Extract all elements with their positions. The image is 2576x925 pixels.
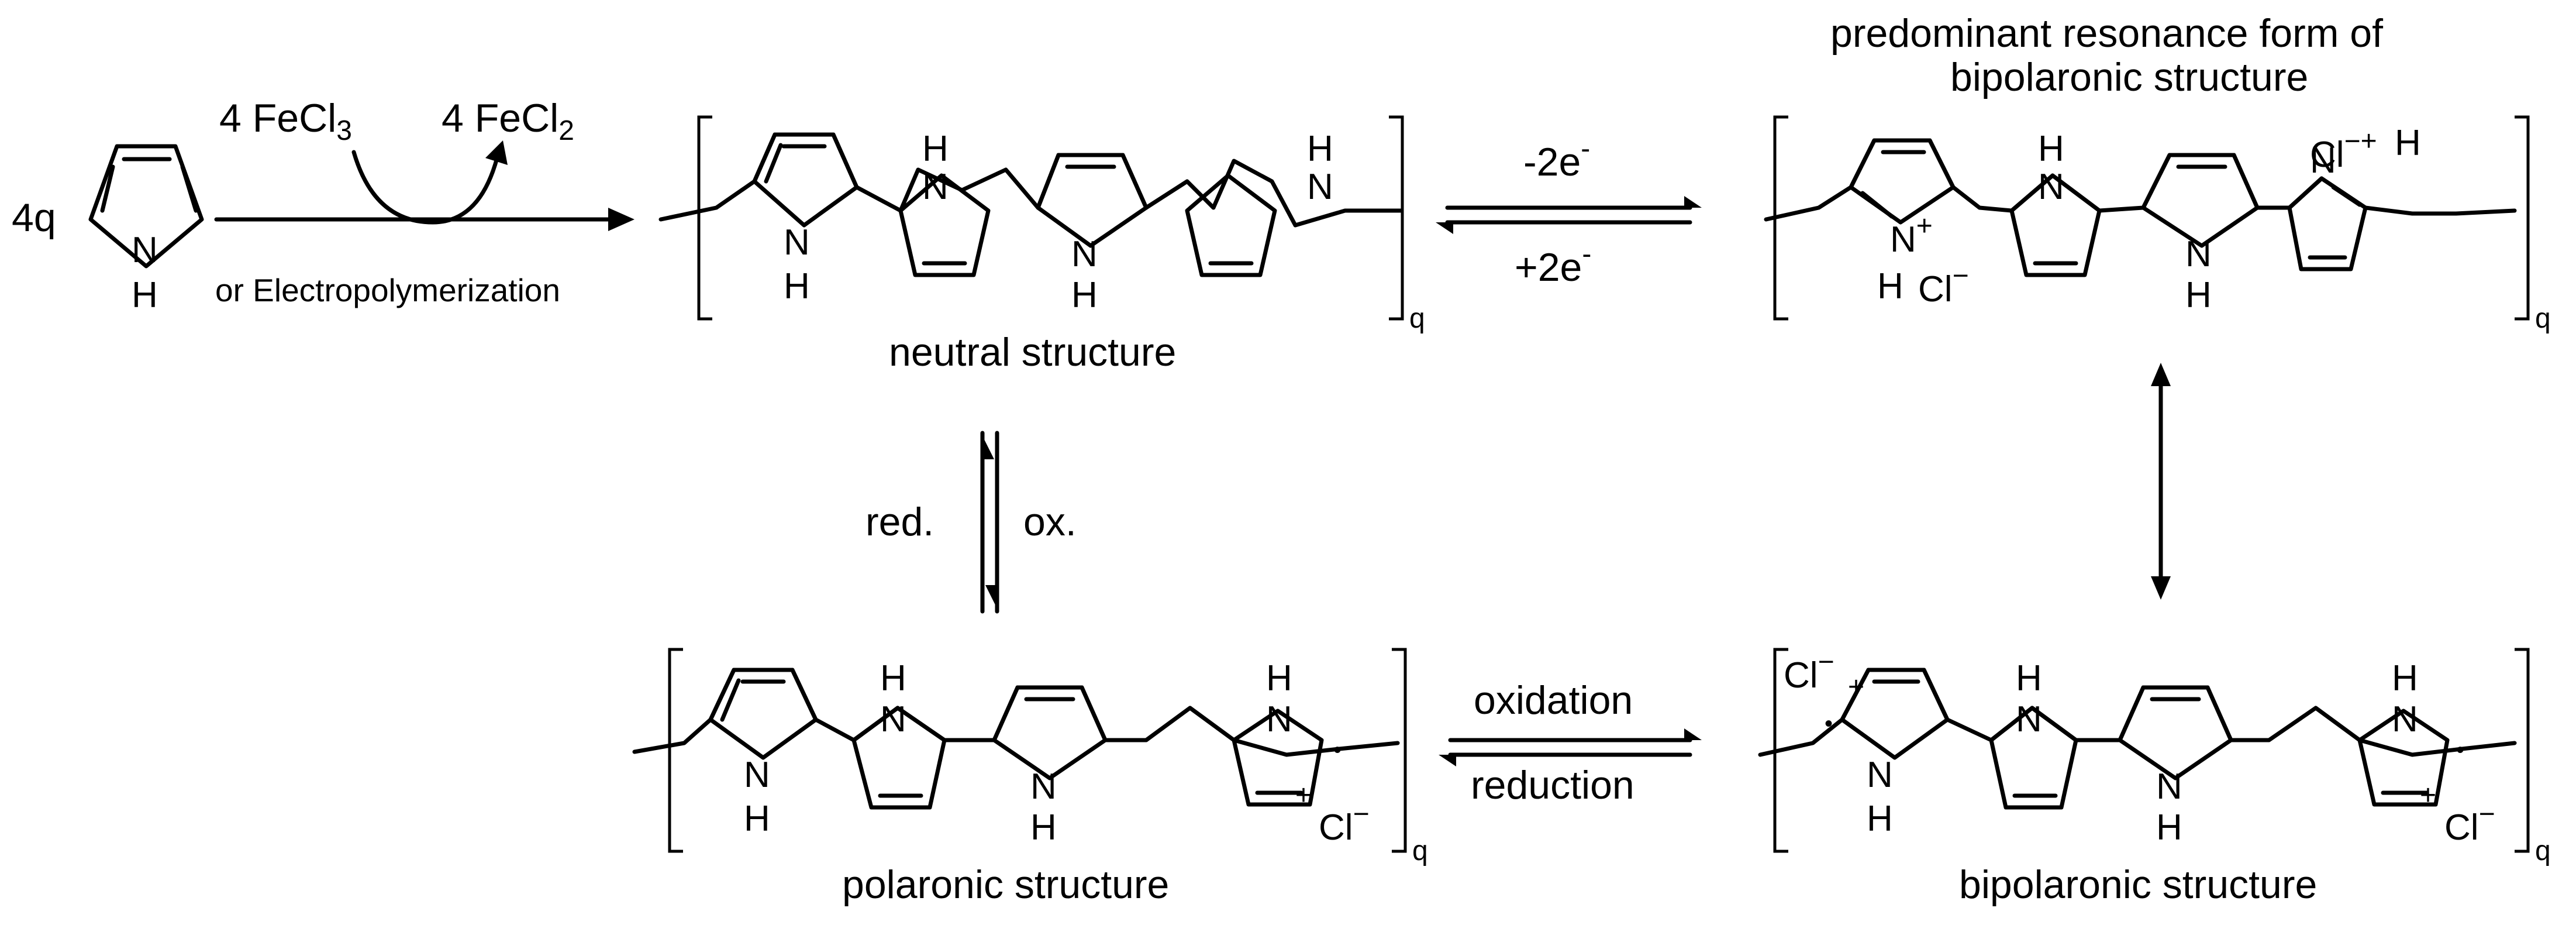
resonance-h2: H	[2038, 129, 2064, 169]
bipolaronic-structure: q Cl− + • N H N H N H N H • + Cl− bipola…	[1758, 647, 2551, 907]
polaronic-n1: N	[744, 755, 770, 795]
oxidant-subscript: 3	[336, 115, 352, 146]
svg-text:4 FeCl3: 4 FeCl3	[219, 96, 352, 146]
vertical-equilibrium: red. ox.	[865, 431, 1077, 614]
bottom-equilibrium: oxidation reduction	[1439, 678, 1702, 807]
vertical-left-label: red.	[865, 500, 934, 544]
top-forward-label: -2e	[1523, 140, 1581, 184]
resonance-h1: H	[1877, 266, 1903, 307]
polaronic-radical: •	[1333, 737, 1342, 763]
neutral-n3: N	[1071, 234, 1098, 274]
resonance-repeat-index: q	[2535, 303, 2551, 334]
bipolaronic-repeat-index: q	[2535, 835, 2551, 866]
polaronic-plus: +	[1295, 780, 1312, 811]
polymerization-arrow: 4 FeCl3 4 FeCl2 or Electropolymerization	[214, 96, 634, 308]
bipolaronic-h2: H	[2016, 658, 2042, 699]
resonance-caption-line2: bipolaronic structure	[1950, 55, 2308, 99]
reduced-subscript: 2	[558, 115, 574, 146]
top-reverse-label: +2e	[1515, 245, 1582, 290]
polaronic-h4: H	[1266, 658, 1292, 699]
resonance-caption-line1: predominant resonance form of	[1830, 11, 2383, 56]
vertical-right-label: ox.	[1023, 500, 1077, 544]
bipolaronic-h4: H	[2392, 658, 2418, 699]
monomer: 4q N H	[12, 144, 204, 315]
bottom-forward-label: oxidation	[1474, 678, 1633, 723]
bipolaronic-caption: bipolaronic structure	[1959, 862, 2317, 907]
resonance-cl2-label: Cl−+	[2310, 126, 2377, 175]
polaronic-caption: polaronic structure	[842, 862, 1169, 907]
resonance-form-structure: predominant resonance form of bipolaroni…	[1764, 11, 2551, 334]
resonance-arrow	[2151, 363, 2171, 600]
bipolaronic-cl1: Cl−	[1784, 647, 1834, 696]
polaronic-n4: N	[1266, 699, 1292, 740]
neutral-n1: N	[784, 222, 810, 263]
electropolymerization-label: or Electropolymerization	[215, 272, 560, 308]
resonance-cl1: Cl−	[1918, 260, 1969, 310]
bipolaronic-h3: H	[2156, 807, 2182, 848]
neutral-h2: H	[922, 129, 949, 169]
top-equilibrium: -2e- +2e-	[1436, 133, 1702, 290]
neutral-caption: neutral structure	[889, 330, 1176, 374]
monomer-coefficient: 4q	[12, 195, 56, 240]
neutral-structure: q N H N H N H N H neutral structure	[658, 115, 1425, 374]
polaronic-h2: H	[880, 658, 906, 699]
neutral-n4: N	[1307, 167, 1333, 207]
bipolaronic-plus2: +	[2420, 780, 2436, 811]
polaronic-structure: q N H N H N H N H • + Cl− polaronic stru…	[632, 648, 1428, 907]
neutral-h4: H	[1307, 129, 1333, 169]
bipolaronic-h1: H	[1867, 799, 1893, 839]
top-reverse-sup: -	[1582, 239, 1591, 270]
polaronic-h3: H	[1030, 807, 1057, 848]
bipolaronic-n4: N	[2392, 699, 2418, 740]
svg-text:4 FeCl2: 4 FeCl2	[442, 96, 574, 146]
monomer-n: N	[132, 230, 158, 270]
bipolaronic-cl2: Cl−	[2444, 799, 2495, 848]
neutral-repeat-index: q	[1409, 303, 1425, 334]
polaronic-n2: N	[880, 699, 906, 740]
resonance-n4: N	[2310, 140, 2336, 181]
resonance-h4: H	[2395, 123, 2421, 163]
bottom-reverse-label: reduction	[1471, 763, 1634, 807]
resonance-n1: N+	[1890, 211, 1933, 260]
svg-text:+2e-: +2e-	[1515, 239, 1591, 290]
resonance-n3: N	[2185, 234, 2212, 274]
monomer-h: H	[132, 275, 158, 315]
neutral-n2: N	[922, 167, 949, 207]
top-forward-sup: -	[1581, 133, 1590, 164]
bipolaronic-n1: N	[1867, 755, 1893, 795]
polaronic-repeat-index: q	[1412, 835, 1428, 866]
bipolaronic-radical2: •	[2456, 737, 2464, 763]
svg-text:-2e-: -2e-	[1523, 133, 1590, 184]
oxidant-label: 4 FeCl	[219, 96, 336, 140]
reduced-oxidant-label: 4 FeCl	[442, 96, 558, 140]
bipolaronic-n3: N	[2156, 766, 2182, 807]
neutral-h1: H	[784, 266, 810, 307]
bipolaronic-plus1: +	[1848, 672, 1864, 703]
resonance-n2: N	[2038, 167, 2064, 207]
resonance-h3: H	[2185, 275, 2212, 315]
polaronic-cl: Cl−	[1319, 799, 1370, 848]
polaronic-n3: N	[1030, 766, 1057, 807]
bipolaronic-radical1: •	[1825, 711, 1833, 737]
bipolaronic-n2: N	[2016, 699, 2042, 740]
neutral-h3: H	[1071, 275, 1098, 315]
polaronic-h1: H	[744, 799, 770, 839]
